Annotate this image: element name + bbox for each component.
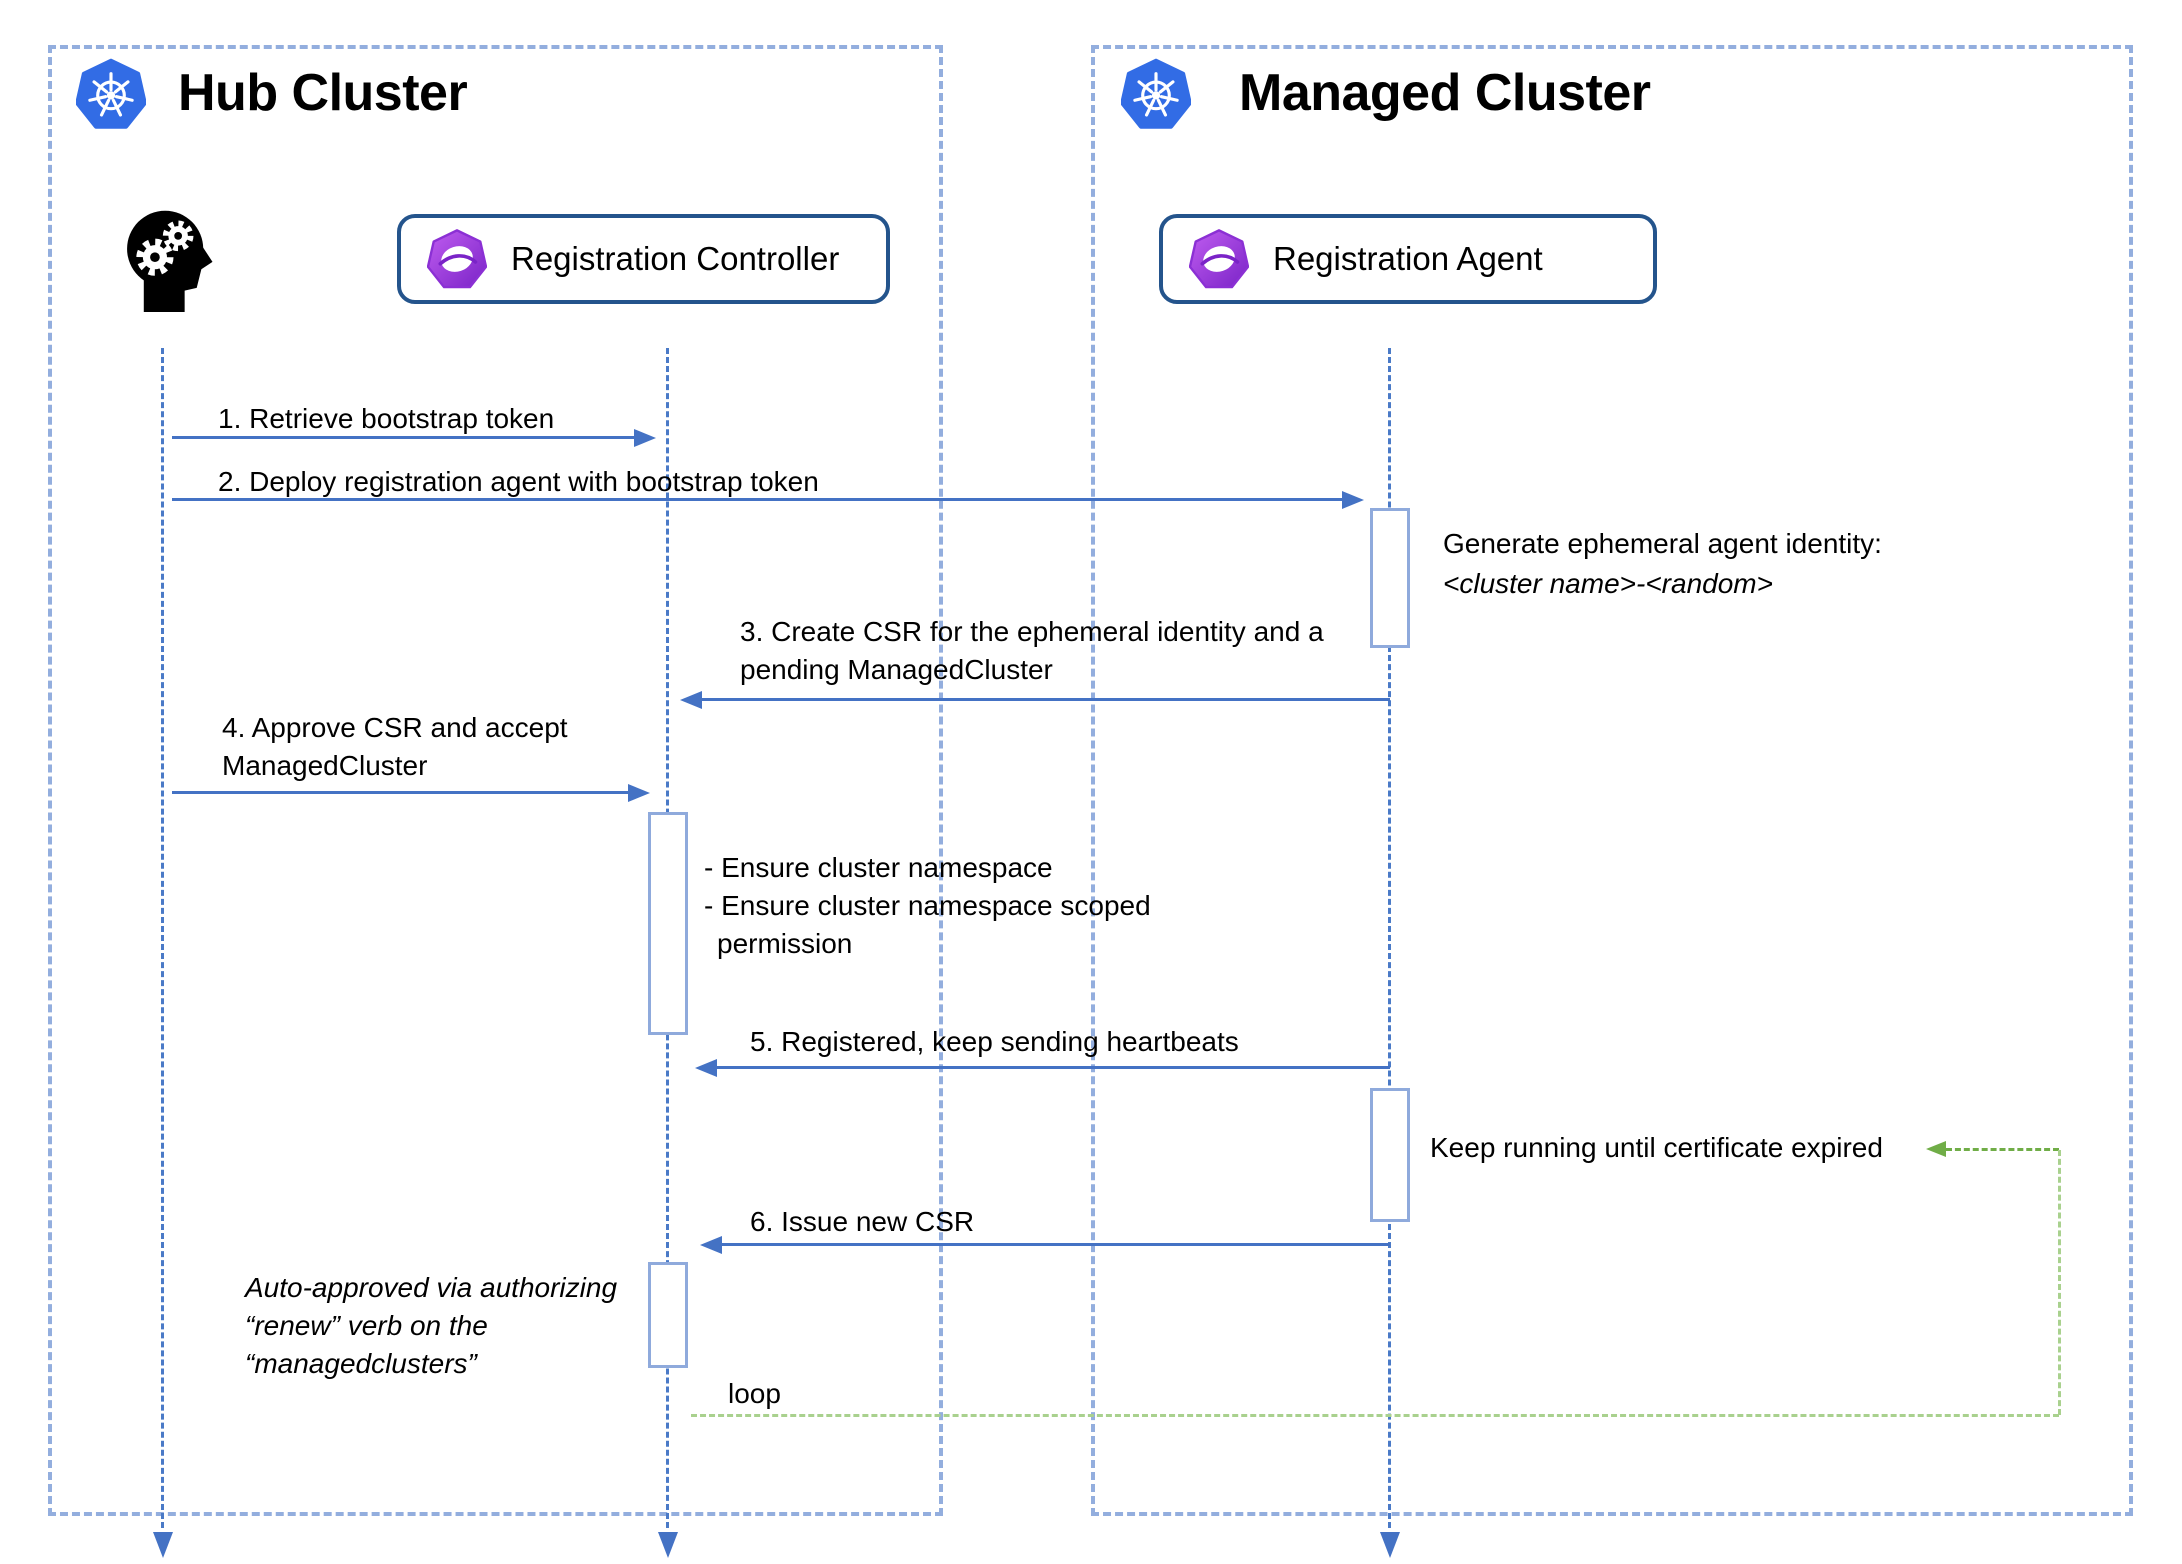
message-5-label: 5. Registered, keep sending heartbeats xyxy=(750,1026,1239,1057)
message-1-line xyxy=(172,436,634,439)
lifeline-arrow-down xyxy=(1380,1532,1400,1558)
hub-cluster-title: Hub Cluster xyxy=(178,64,468,122)
message-1-label: 1. Retrieve bootstrap token xyxy=(218,403,555,434)
ensure-note-line1: - Ensure cluster namespace xyxy=(704,852,1053,883)
message-2-label: 2. Deploy registration agent with bootst… xyxy=(218,466,819,497)
message-4-label-line1: 4. Approve CSR and accept xyxy=(222,712,568,743)
user-lifeline xyxy=(161,348,164,1528)
loop-label: loop xyxy=(728,1378,781,1409)
message-6-arrowhead xyxy=(700,1236,722,1254)
message-3-line xyxy=(700,698,1390,701)
admin-user-icon xyxy=(127,210,213,312)
message-6-label: 6. Issue new CSR xyxy=(750,1206,975,1237)
lifeline-arrow-down xyxy=(153,1532,173,1558)
message-5-arrowhead xyxy=(695,1059,717,1077)
message-1-arrowhead xyxy=(634,429,656,447)
auto-approved-note-line1: Auto-approved via authorizing xyxy=(245,1272,618,1303)
message-4-arrowhead xyxy=(628,784,650,802)
message-3-label-line2: pending ManagedCluster xyxy=(740,654,1053,685)
message-4-line xyxy=(172,791,628,794)
controller-activation-2 xyxy=(648,1262,688,1368)
auto-approved-note-line3: “managedclusters” xyxy=(245,1348,477,1379)
message-3-label-line1: 3. Create CSR for the ephemeral identity… xyxy=(740,616,1324,647)
hub-cluster-box xyxy=(48,45,943,1516)
loop-return-arrowhead xyxy=(1926,1141,1946,1157)
loop-line-bottom xyxy=(691,1414,2059,1417)
auto-approved-note-line2: “renew” verb on the xyxy=(245,1310,488,1341)
registration-agent-label: Registration Agent xyxy=(1273,240,1543,277)
message-3-arrowhead xyxy=(680,691,702,709)
message-2-line xyxy=(172,498,1342,501)
identity-note-line1: Generate ephemeral agent identity: xyxy=(1443,528,1882,559)
ocm-logo-icon xyxy=(427,229,487,289)
managed-cluster-box xyxy=(1091,45,2133,1516)
controller-activation-1 xyxy=(648,812,688,1035)
keep-running-note: Keep running until certificate expired xyxy=(1430,1132,1883,1163)
registration-controller-label: Registration Controller xyxy=(511,240,840,277)
agent-lifeline xyxy=(1388,348,1391,1528)
ensure-note-line2: - Ensure cluster namespace scoped xyxy=(704,890,1151,921)
message-5-line xyxy=(715,1066,1390,1069)
message-6-line xyxy=(720,1243,1390,1246)
lifeline-arrow-down xyxy=(658,1532,678,1558)
loop-return-line-top xyxy=(1946,1148,2059,1151)
message-2-arrowhead xyxy=(1342,491,1364,509)
agent-activation-1 xyxy=(1370,508,1410,648)
kubernetes-icon xyxy=(76,58,146,129)
ocm-logo-icon xyxy=(1189,229,1249,289)
ensure-note-line3: permission xyxy=(717,928,853,959)
kubernetes-icon xyxy=(1121,58,1191,129)
managed-cluster-title: Managed Cluster xyxy=(1239,64,1651,122)
registration-controller-box: Registration Controller xyxy=(397,214,890,304)
registration-agent-box: Registration Agent xyxy=(1159,214,1657,304)
message-4-label-line2: ManagedCluster xyxy=(222,750,428,781)
agent-activation-2 xyxy=(1370,1088,1410,1222)
loop-return-line-right xyxy=(2058,1150,2061,1415)
identity-note-line2: <cluster name>-<random> xyxy=(1443,568,1773,599)
